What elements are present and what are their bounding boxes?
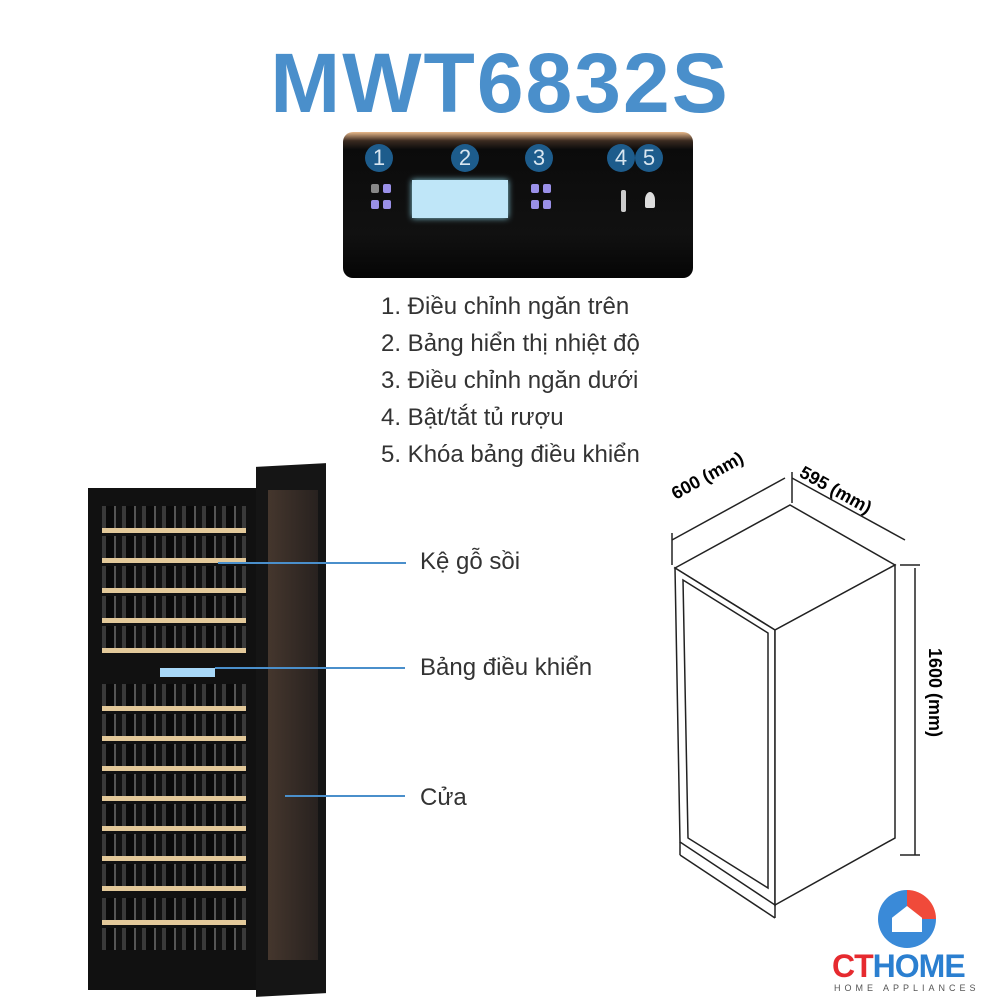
button-icon xyxy=(543,184,551,193)
bottle-row xyxy=(102,774,246,796)
wine-cabinet-photo xyxy=(88,488,260,990)
bottle-row xyxy=(102,928,246,950)
callout-line xyxy=(218,562,406,564)
bottle-row xyxy=(102,864,246,886)
feature-item: 4. Bật/tắt tủ rượu xyxy=(381,404,564,431)
bottle-row xyxy=(102,566,246,588)
power-icon xyxy=(621,190,626,212)
logo-tagline: HOME APPLIANCES xyxy=(834,983,980,993)
oak-shelf xyxy=(102,826,246,831)
bottle-row xyxy=(102,684,246,706)
button-icon xyxy=(383,184,391,193)
cthome-logo-icon xyxy=(878,890,936,948)
button-icon xyxy=(371,200,379,209)
oak-shelf xyxy=(102,528,246,533)
callout-shelf: Kệ gỗ sồi xyxy=(420,548,521,575)
oak-shelf xyxy=(102,796,246,801)
marker-1: 1 xyxy=(365,144,393,172)
bottle-row xyxy=(102,506,246,528)
callout-line xyxy=(215,667,405,669)
bottle-row xyxy=(102,744,246,766)
bottle-row xyxy=(102,626,246,648)
lock-icon xyxy=(645,192,655,208)
cabinet-display xyxy=(160,668,215,677)
feature-item: 1. Điều chỉnh ngăn trên xyxy=(381,293,630,320)
button-icon xyxy=(383,200,391,209)
feature-item: 5. Khóa bảng điều khiển xyxy=(381,441,640,468)
logo-ct: CT xyxy=(832,948,874,984)
callout-line xyxy=(285,795,405,797)
cthome-logo-text: CTHOME xyxy=(832,948,966,985)
marker-3: 3 xyxy=(525,144,553,172)
feature-item: 3. Điều chỉnh ngăn dưới xyxy=(381,367,639,394)
oak-shelf xyxy=(102,886,246,891)
marker-2: 2 xyxy=(451,144,479,172)
button-icon xyxy=(371,184,379,193)
oak-shelf xyxy=(102,766,246,771)
button-icon xyxy=(531,184,539,193)
oak-shelf xyxy=(102,736,246,741)
bottle-row xyxy=(102,714,246,736)
feature-list: 1. Điều chỉnh ngăn trên 2. Bảng hiển thị… xyxy=(381,288,640,473)
product-title: MWT6832S xyxy=(270,36,730,130)
callout-door: Cửa xyxy=(420,784,467,811)
height-label: 1600 (mm) xyxy=(925,648,945,738)
oak-shelf xyxy=(102,588,246,593)
bottle-row xyxy=(102,536,246,558)
bottle-row xyxy=(102,898,246,920)
bottle-row xyxy=(102,804,246,826)
feature-item: 2. Bảng hiển thị nhiệt độ xyxy=(381,330,640,357)
callout-control: Bảng điều khiển xyxy=(420,654,593,681)
button-icon xyxy=(531,200,539,209)
bottle-row xyxy=(102,596,246,618)
door-glass xyxy=(268,490,318,960)
oak-shelf xyxy=(102,856,246,861)
control-panel-photo: 1 2 3 4 5 xyxy=(343,132,693,278)
logo-home: HOME xyxy=(872,948,966,984)
marker-5: 5 xyxy=(635,144,663,172)
marker-4: 4 xyxy=(607,144,635,172)
oak-shelf xyxy=(102,706,246,711)
button-icon xyxy=(543,200,551,209)
oak-shelf xyxy=(102,618,246,623)
oak-shelf xyxy=(102,558,246,563)
oak-shelf xyxy=(102,920,246,925)
bottle-row xyxy=(102,834,246,856)
oak-shelf xyxy=(102,648,246,653)
lcd-display xyxy=(412,180,508,218)
